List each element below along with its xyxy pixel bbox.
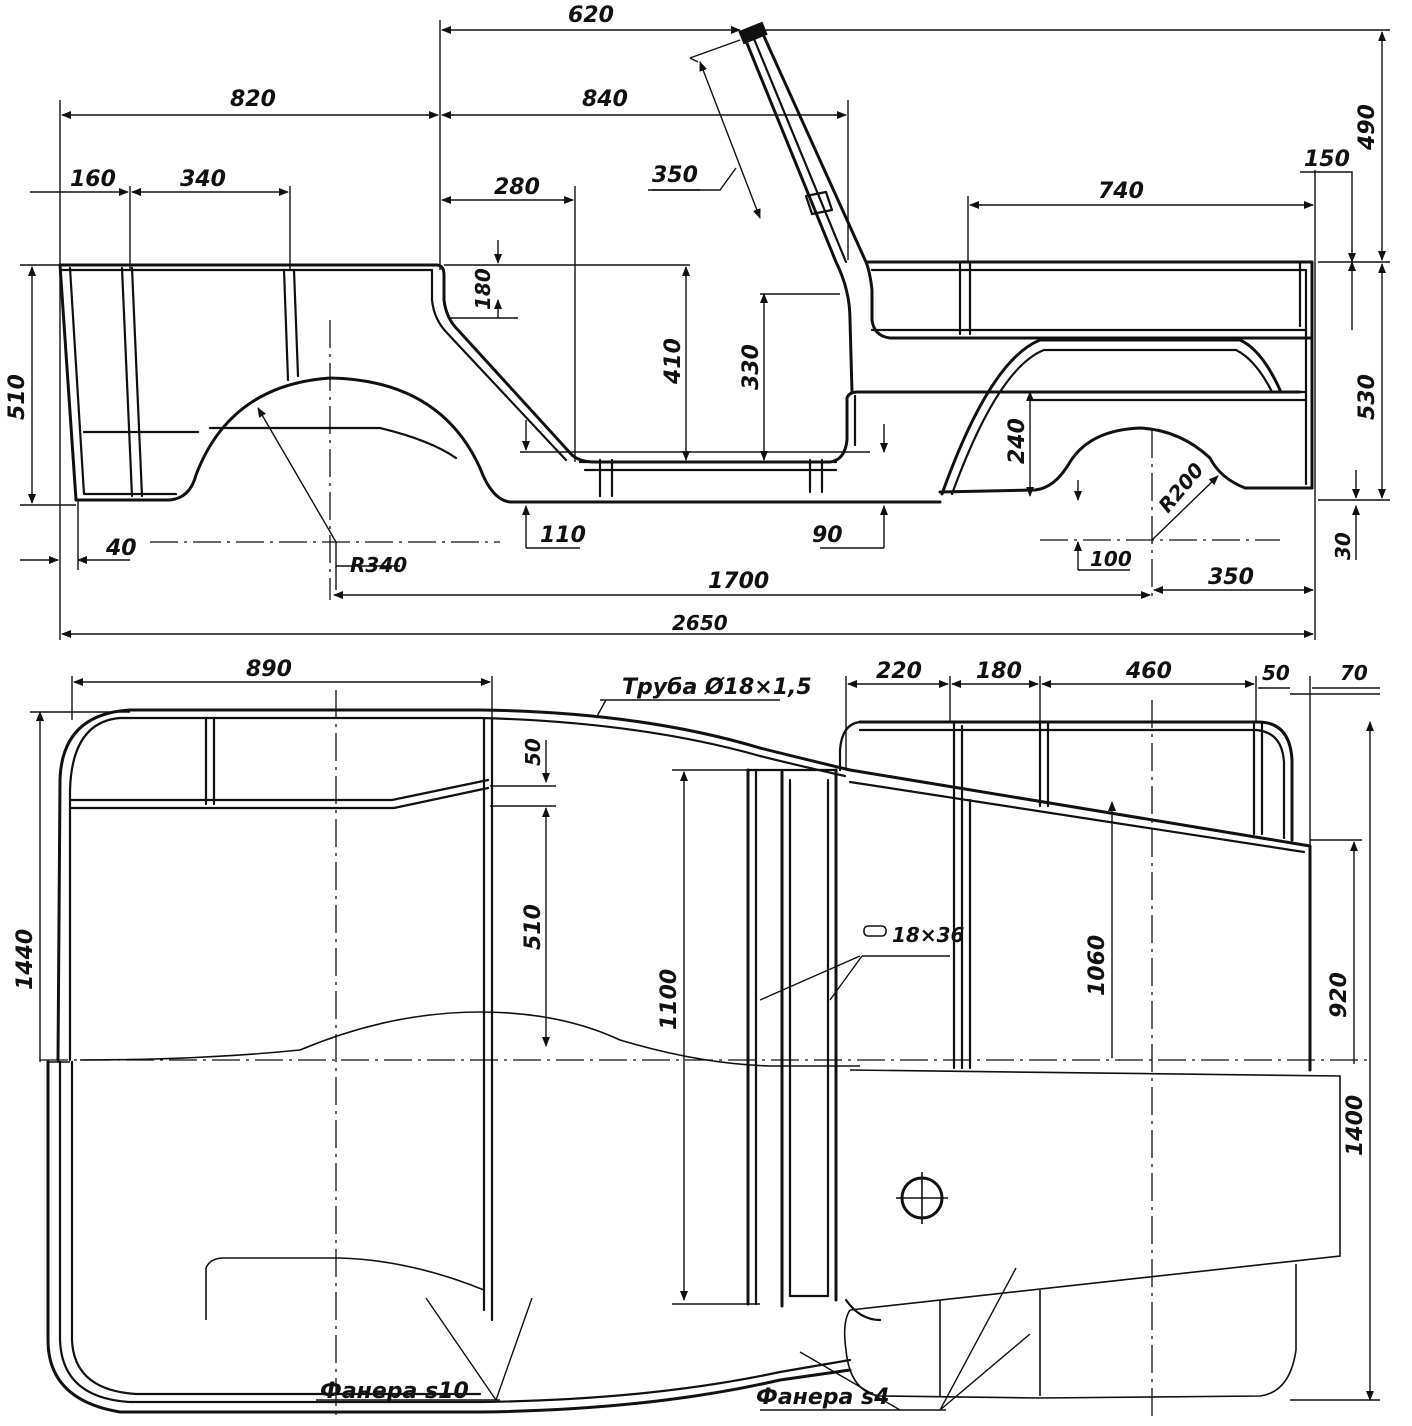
top-dimension-lines — [30, 676, 1380, 1411]
dim-1060: 1060 — [1085, 935, 1110, 996]
dim-90: 90 — [812, 523, 843, 548]
top-dimension-labels: 890 220 180 460 50 70 1440 50 510 1100 1… — [13, 657, 1368, 1410]
dim-240: 240 — [1005, 418, 1030, 464]
side-frame-front — [864, 260, 1314, 496]
dim-510: 510 — [5, 374, 30, 420]
dim-920: 920 — [1327, 972, 1352, 1018]
dim-490: 490 — [1355, 104, 1380, 151]
dim-r340: R340 — [350, 553, 407, 577]
dim-460: 460 — [1125, 659, 1172, 684]
dim-70: 70 — [1340, 661, 1368, 685]
dim-30: 30 — [1331, 532, 1355, 560]
dim-1100: 1100 — [657, 969, 682, 1030]
dim-r200: R200 — [1153, 458, 1208, 517]
dim-150: 150 — [1304, 147, 1350, 172]
dim-1700: 1700 — [708, 569, 769, 594]
dim-330: 330 — [739, 344, 764, 390]
dim-220: 220 — [876, 659, 922, 684]
dim-820: 820 — [230, 87, 276, 112]
dim-530: 530 — [1355, 374, 1380, 420]
callout-slot: 18×36 — [892, 923, 965, 947]
top-view: 890 220 180 460 50 70 1440 50 510 1100 1… — [13, 657, 1380, 1420]
side-windshield — [738, 21, 1314, 394]
dim-180-top: 180 — [976, 659, 1022, 684]
dim-2650: 2650 — [672, 611, 728, 635]
dim-890: 890 — [246, 657, 292, 682]
dim-840: 840 — [582, 87, 628, 112]
dim-350-windshield: 350 — [652, 163, 698, 188]
dim-620: 620 — [568, 3, 614, 28]
dim-340: 340 — [180, 167, 226, 192]
dim-40: 40 — [105, 536, 137, 561]
callout-plywood-4: Фанера s4 — [756, 1385, 889, 1410]
side-dimension-lines — [20, 20, 1390, 640]
dim-100: 100 — [1090, 547, 1132, 571]
dim-350-front: 350 — [1208, 565, 1254, 590]
dim-50-top: 50 — [1262, 661, 1290, 685]
dim-280: 280 — [494, 175, 540, 200]
side-view: 620 820 840 160 340 280 350 150 740 490 … — [5, 3, 1390, 640]
dim-50-side: 50 — [521, 738, 545, 766]
callout-tube: Труба Ø18×1,5 — [622, 675, 812, 700]
dim-180: 180 — [471, 268, 495, 310]
top-frame — [46, 708, 1341, 1414]
dim-1440: 1440 — [13, 929, 38, 990]
dim-410: 410 — [661, 338, 686, 385]
dim-160: 160 — [70, 167, 116, 192]
callout-plywood-10: Фанера s10 — [320, 1379, 469, 1404]
dim-110: 110 — [540, 523, 586, 548]
dim-740: 740 — [1098, 179, 1144, 204]
dim-1400: 1400 — [1343, 1095, 1368, 1156]
dim-510-top: 510 — [521, 904, 546, 950]
